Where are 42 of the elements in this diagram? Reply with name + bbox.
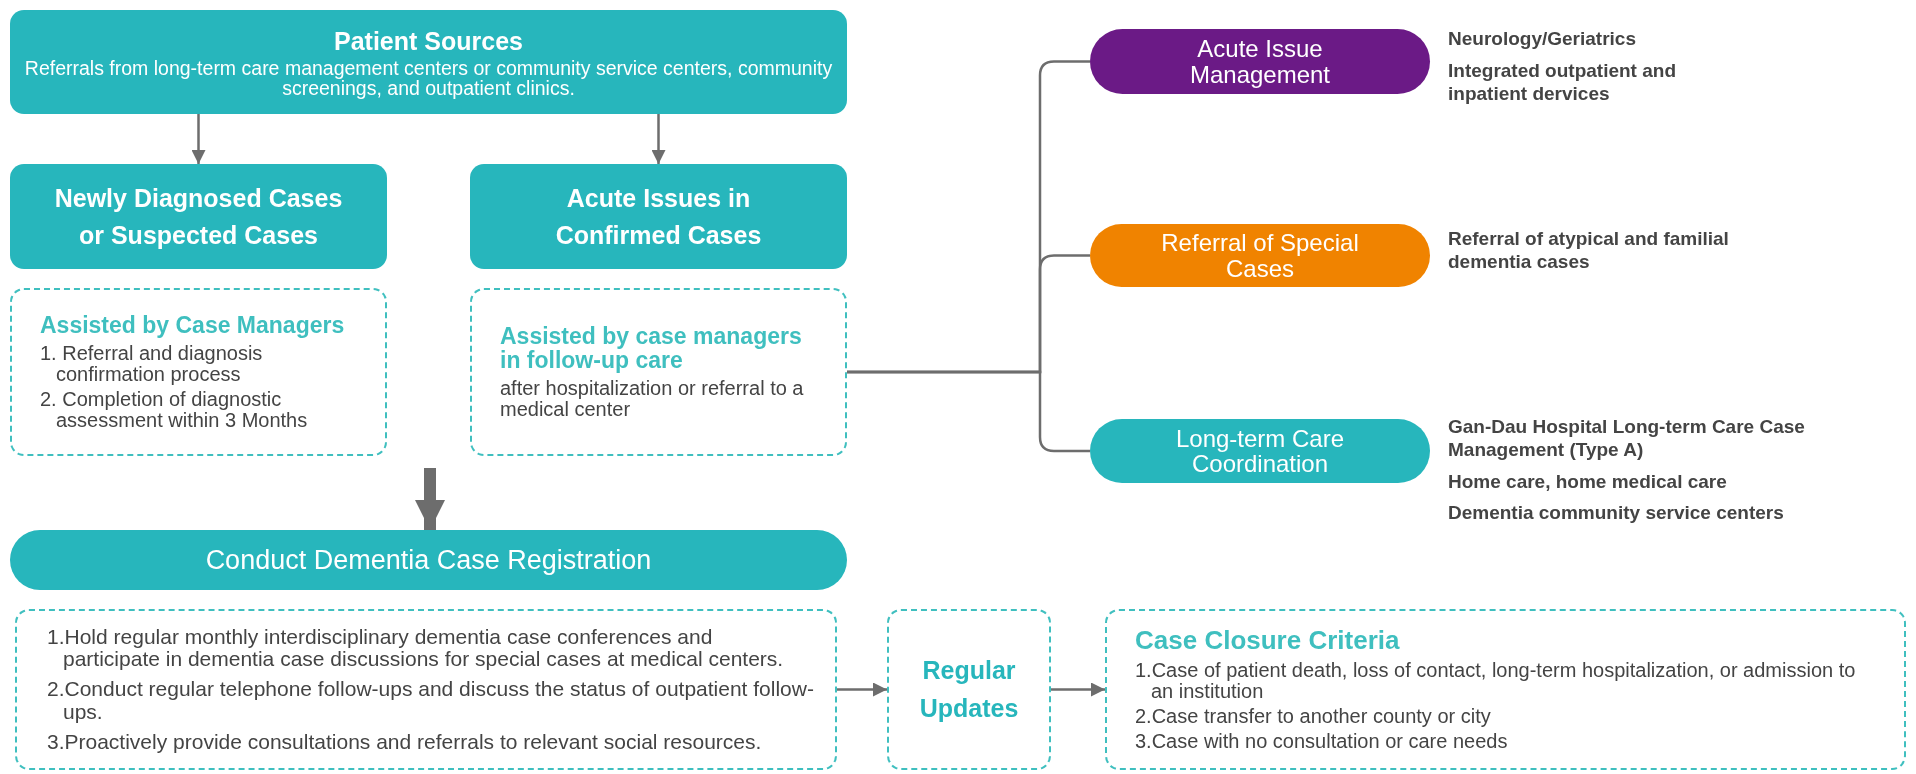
process-box: [470, 164, 847, 269]
side-note: Dementia community service centers: [1448, 502, 1785, 526]
side-note: Referral of atypical and familial dementia cases: [1448, 228, 1730, 274]
arrow: [651, 114, 666, 164]
side-note: Gan-Dau Hospital Long-term Care Case Management (Type A): [1448, 416, 1806, 462]
note-heading: Case Closure Criteria: [1135, 626, 1401, 655]
arrow: [1051, 682, 1105, 697]
note-item: 1. Referral and diagnosis confirmation process: [40, 343, 264, 386]
note-item: 1.Case of patient death, loss of contact, long-term hospitalization, or admission to an institution: [1135, 660, 1857, 703]
note-item: 3.Case with no consultation or care needs: [1135, 731, 1509, 753]
note-item: 2.Case transfer to another county or city: [1135, 706, 1492, 728]
arrow: [415, 468, 445, 530]
note-heading: Assisted by case managers in follow-up care: [500, 323, 803, 373]
note-item: after hospitalization or referral to a medical center: [500, 378, 805, 421]
arrow: [191, 114, 206, 164]
note-item: 2.Conduct regular telephone follow-ups and discuss the status of outpatient follow-ups.: [47, 678, 815, 723]
note-box: [887, 609, 1051, 770]
box-description: Referrals from long-term care management centers or community service centers, community screenings, and outpatient clinics.: [23, 57, 834, 99]
note-box: [10, 288, 387, 456]
pill-label: Referral of Special Cases: [1160, 230, 1360, 281]
note-item: 3.Proactively provide consultations and referrals to relevant social resources.: [47, 730, 763, 753]
box-title: Newly Diagnosed Cases or Suspected Cases: [53, 183, 344, 251]
side-note: Neurology/Geriatrics: [1448, 28, 1637, 51]
note-item: 1.Hold regular monthly interdisciplinary dementia case conferences and participate in dementia case discussions for special cases at medical centers.: [47, 626, 785, 671]
process-box: [10, 164, 387, 269]
note-box: [470, 288, 847, 456]
note-box: [15, 609, 837, 770]
box-title: Patient Sources: [334, 26, 523, 58]
note-item: 2. Completion of diagnostic assessment within 3 Months: [40, 389, 309, 432]
connector-line: [847, 370, 1090, 453]
note-heading: Assisted by Case Managers: [40, 312, 346, 338]
pill-label: Acute Issue Management: [1188, 36, 1332, 87]
arrow: [837, 682, 887, 697]
side-note: Integrated outpatient and inpatient dervices: [1448, 59, 1677, 106]
pill-label: Long-term Care Coordination: [1174, 425, 1346, 477]
side-note: Home care, home medical care: [1448, 470, 1728, 494]
pill-label: Conduct Dementia Case Registration: [205, 545, 652, 575]
box-title: Regular Updates: [918, 655, 1020, 724]
category-pill: [10, 530, 847, 590]
box-title: Acute Issues in Confirmed Cases: [554, 183, 763, 251]
note-box: [1105, 609, 1906, 770]
process-box: [10, 10, 847, 114]
